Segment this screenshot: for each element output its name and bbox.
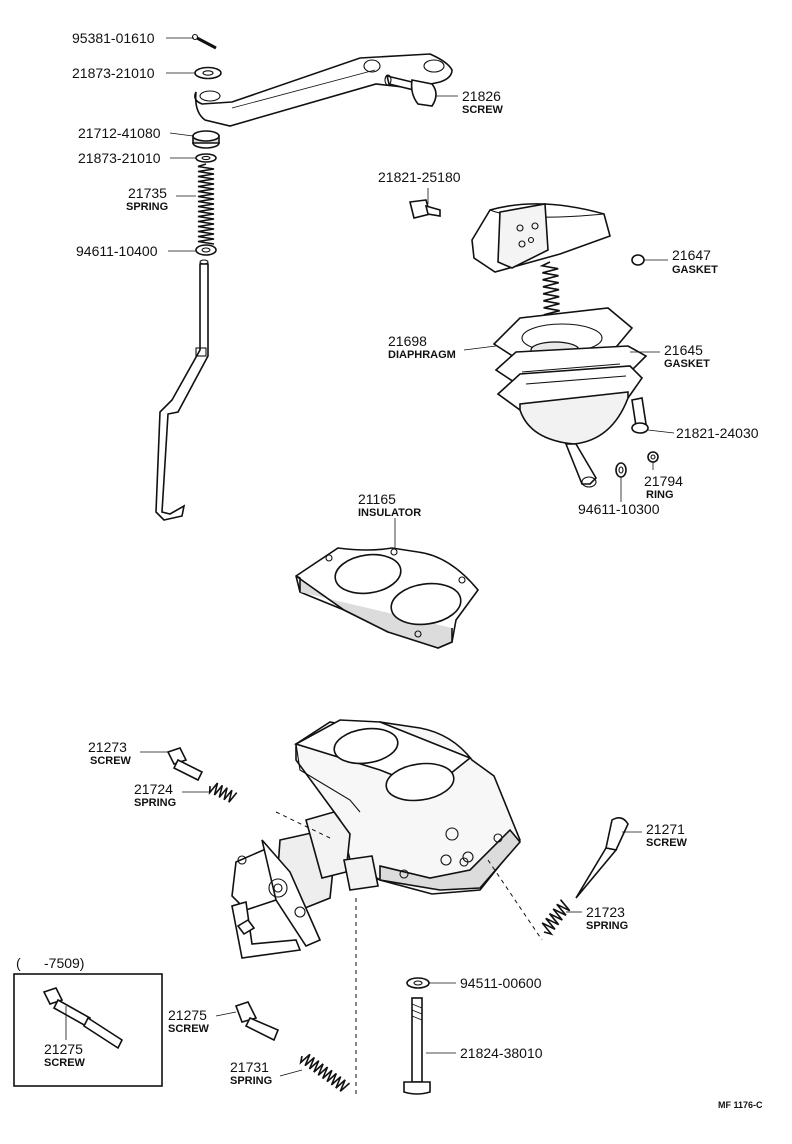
callout-21826: 21826: [462, 88, 501, 104]
callout-21165: 21165: [358, 491, 396, 507]
idle-mixture-spring-part: [541, 899, 571, 936]
callout-21647: 21647: [672, 247, 711, 263]
stop-screw-part: [234, 1001, 280, 1042]
throttle-link-assembly: [155, 33, 453, 521]
throttle-body-assembly: [231, 719, 522, 959]
callout-21698: 21698: [388, 333, 427, 349]
throttle-return-spring-part: [197, 163, 215, 245]
throttle-rod-part: [155, 259, 209, 521]
inset-box: [13, 973, 163, 1087]
callout-21645-name: GASKET: [664, 358, 710, 370]
callout-94511-00600: 94511-00600: [460, 975, 542, 991]
callout-21271-name: SCREW: [646, 837, 688, 849]
collar-part: [192, 130, 220, 149]
inset-label: ( -7509): [16, 955, 84, 971]
callout-21275-inset-name: SCREW: [44, 1057, 86, 1069]
callout-21165-name: INSULATOR: [358, 507, 421, 519]
cotter-pin-part: [191, 33, 217, 50]
diaphragm-assembly: [409, 199, 659, 488]
callout-21826-name: SCREW: [462, 104, 504, 116]
assembly-line-throttle: [275, 811, 331, 839]
callout-21647-name: GASKET: [672, 264, 718, 276]
callout-21821-24030: 21821-24030: [676, 425, 759, 441]
callout-21873-21010-upper: 21873-21010: [72, 65, 155, 81]
long-bolt-part: [403, 997, 431, 1095]
diaphragm-housing-part: [496, 365, 644, 488]
callout-21794-name: RING: [646, 489, 674, 501]
stop-screw-spring-part: [299, 1053, 351, 1092]
idle-mixture-screw-part: [575, 816, 629, 899]
leader-lines: [65, 37, 675, 1077]
callout-21731-name: SPRING: [230, 1075, 272, 1087]
throttle-adjust-screw-part: [166, 747, 204, 782]
washer-part-upper: [194, 66, 222, 80]
insulator-part: [295, 547, 480, 649]
callout-21273-name: SCREW: [90, 755, 132, 767]
throttle-adjust-spring-part: [208, 782, 238, 803]
callout-21731: 21731: [230, 1059, 269, 1075]
callout-21821-25180: 21821-25180: [378, 169, 461, 185]
callout-21735-name: SPRING: [126, 201, 168, 213]
callout-labels: 95381-01610 21873-21010 21826 SCREW 2171…: [16, 30, 763, 1110]
small-gasket-part: [631, 254, 645, 266]
diaphragm-spring-part: [539, 261, 561, 319]
callout-21712-41080: 21712-41080: [78, 125, 161, 141]
washer-part-94611-10300: [615, 462, 627, 478]
callout-21824-38010: 21824-38010: [460, 1045, 543, 1061]
callout-21735: 21735: [128, 185, 167, 201]
callout-21724-name: SPRING: [134, 797, 176, 809]
callout-21723: 21723: [586, 904, 625, 920]
callout-21873-21010-lower: 21873-21010: [78, 150, 161, 166]
assembly-line-mixture: [487, 859, 543, 941]
callout-21645: 21645: [664, 342, 703, 358]
callout-21273: 21273: [88, 739, 127, 755]
cover-screw-part: [409, 199, 441, 219]
callout-21271: 21271: [646, 821, 685, 837]
lever-screw-part: [384, 74, 437, 107]
inset-screw-part: [42, 987, 124, 1050]
throttle-lever-part: [194, 53, 453, 127]
callout-21275-inset: 21275: [44, 1041, 83, 1057]
callout-21724: 21724: [134, 781, 173, 797]
callout-94611-10400: 94611-10400: [76, 243, 158, 259]
ring-part: [647, 451, 659, 463]
callout-21723-name: SPRING: [586, 920, 628, 932]
diaphragm-cover-part: [471, 203, 611, 273]
housing-screw-part: [631, 397, 649, 434]
callout-21275-main-name: SCREW: [168, 1023, 210, 1035]
washer-part-lower: [195, 153, 217, 163]
washer-part-94611: [195, 244, 217, 256]
bolt-washer-part: [406, 977, 430, 989]
drawing-code: MF 1176-C: [718, 1100, 763, 1110]
callout-21275-main: 21275: [168, 1007, 207, 1023]
callout-94611-10300: 94611-10300: [578, 501, 660, 517]
callout-21794: 21794: [644, 473, 683, 489]
callout-95381-01610: 95381-01610: [72, 30, 155, 46]
callout-21698-name: DIAPHRAGM: [388, 349, 456, 361]
